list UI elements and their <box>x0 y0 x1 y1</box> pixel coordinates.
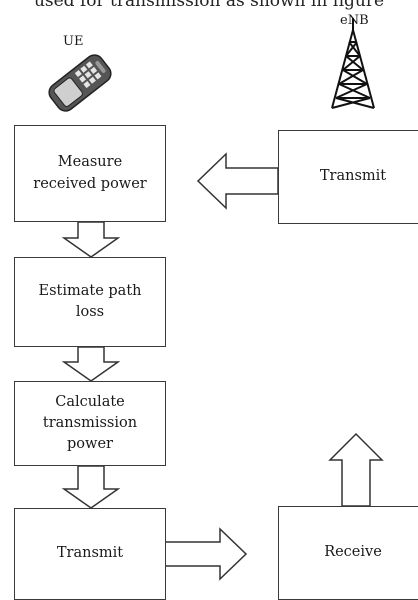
arrow-enb-to-ue <box>196 152 279 210</box>
cell-tower-icon <box>331 18 375 109</box>
arrow-estimate-to-calculate <box>61 346 121 382</box>
enb-label: eNB <box>340 13 369 28</box>
arrow-receive-up <box>328 432 384 507</box>
mobile-phone-icon <box>48 54 112 112</box>
measure-received-power-box: Measure received power <box>14 125 166 222</box>
ue-transmit-box: Transmit <box>14 508 166 600</box>
arrow-calculate-to-transmit <box>61 465 121 509</box>
enb-transmit-box: Transmit <box>278 130 418 224</box>
enb-receive-box: Receive <box>278 506 418 600</box>
estimate-path-loss-box: Estimate path loss <box>14 257 166 347</box>
calculate-transmission-power-box: Calculate transmission power <box>14 381 166 466</box>
arrow-measure-to-estimate <box>61 221 121 258</box>
figure-caption-fragment: used for transmission as shown in figure <box>33 0 385 11</box>
ue-label: UE <box>63 34 84 49</box>
arrow-ue-to-enb <box>164 527 248 581</box>
